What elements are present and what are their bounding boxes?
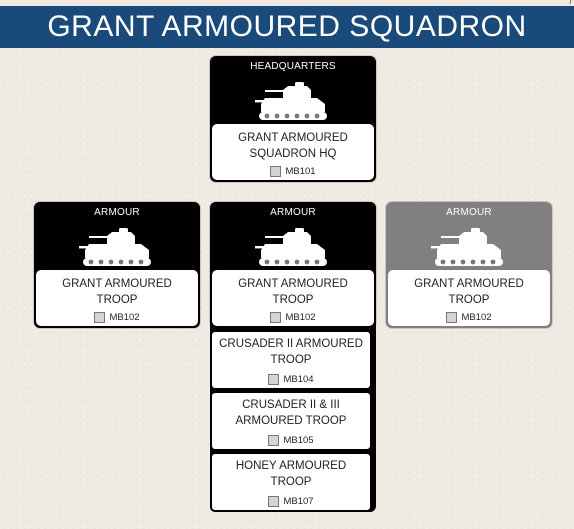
left-card-header: ARMOUR — [36, 204, 198, 270]
corner-mark: / — [569, 0, 572, 6]
left-armour-card[interactable]: ARMOUR GRANT ARMOURED TROOP MB102 — [34, 202, 200, 328]
right-header-label: ARMOUR — [446, 207, 492, 218]
hq-ref: MB101 — [212, 166, 374, 177]
option-ref: MB105 — [212, 435, 370, 446]
hq-unit-name: GRANT ARMOURED SQUADRON HQ — [238, 132, 348, 160]
grant-tank-icon — [79, 228, 151, 266]
option-ref: MB104 — [212, 374, 370, 385]
center-card-header: ARMOUR — [212, 204, 374, 270]
hq-card[interactable]: HEADQUARTERS GRANT ARMOURED SQUADRON HQ … — [210, 56, 376, 182]
checkbox-icon[interactable] — [270, 166, 282, 177]
center-card-body: GRANT ARMOURED TROOP MB102 — [212, 270, 374, 326]
center-armour-card[interactable]: ARMOUR GRANT ARMOURED TROOP MB102 — [210, 202, 376, 328]
grant-tank-icon — [255, 228, 327, 266]
checkbox-icon[interactable] — [446, 312, 458, 323]
option-unit-name: HONEY ARMOURED TROOP — [235, 460, 347, 488]
right-card-body: GRANT ARMOURED TROOP MB102 — [388, 270, 550, 326]
left-unit-name: GRANT ARMOURED TROOP — [62, 278, 172, 306]
right-unit-name: GRANT ARMOURED TROOP — [414, 278, 524, 306]
right-armour-card[interactable]: ARMOUR GRANT ARMOURED TROOP MB102 — [386, 202, 552, 328]
left-ref: MB102 — [36, 312, 198, 323]
checkbox-icon[interactable] — [268, 496, 280, 507]
center-header-label: ARMOUR — [270, 207, 316, 218]
page-title: GRANT ARMOURED SQUADRON — [47, 10, 527, 43]
checkbox-icon[interactable] — [94, 312, 106, 323]
checkbox-icon[interactable] — [268, 374, 280, 385]
center-ref: MB102 — [212, 312, 374, 323]
center-unit-name: GRANT ARMOURED TROOP — [238, 278, 348, 306]
page-title-bar: GRANT ARMOURED SQUADRON — [0, 6, 574, 48]
option-card-honey[interactable]: HONEY ARMOURED TROOP MB107 — [210, 452, 372, 512]
option-card-crusader-ii[interactable]: CRUSADER II ARMOURED TROOP MB104 — [210, 330, 372, 390]
option-card-crusader-ii-iii[interactable]: CRUSADER II & III ARMOURED TROOP MB105 — [210, 391, 372, 451]
checkbox-icon[interactable] — [268, 435, 280, 446]
hq-header-label: HEADQUARTERS — [250, 61, 336, 72]
hq-card-body: GRANT ARMOURED SQUADRON HQ MB101 — [212, 124, 374, 180]
right-card-header: ARMOUR — [388, 204, 550, 270]
grant-tank-icon — [255, 82, 327, 120]
left-header-label: ARMOUR — [94, 207, 140, 218]
right-ref: MB102 — [388, 312, 550, 323]
checkbox-icon[interactable] — [270, 312, 282, 323]
hq-card-header: HEADQUARTERS — [212, 58, 374, 124]
option-unit-name: CRUSADER II & III ARMOURED TROOP — [235, 399, 347, 427]
grant-tank-icon — [431, 228, 503, 266]
option-ref: MB107 — [212, 496, 370, 507]
left-card-body: GRANT ARMOURED TROOP MB102 — [36, 270, 198, 326]
option-unit-name: CRUSADER II ARMOURED TROOP — [219, 338, 363, 366]
